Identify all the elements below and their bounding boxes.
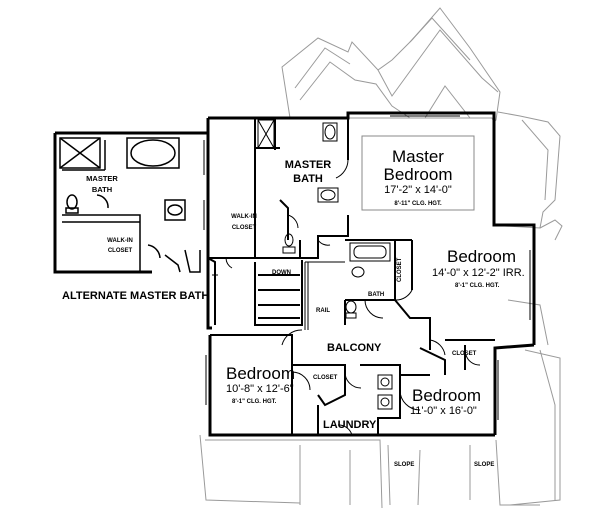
- interior-walls: [207, 118, 495, 435]
- alternate-bath-walls: [53, 131, 210, 274]
- roof-outline: [199, 7, 563, 509]
- bedroom-sw-size: 10'-8" x 12'-6": [226, 383, 294, 395]
- closet-vertical-label: CLOSET: [397, 257, 403, 282]
- hall-bath-fixtures: [345, 242, 391, 319]
- slope-right-label: SLOPE: [474, 462, 495, 468]
- alt-walk-in-label-2: CLOSET: [107, 248, 133, 254]
- master-bedroom-name-1: Master: [392, 147, 444, 166]
- hall-bath-label: BATH: [368, 292, 385, 298]
- master-bedroom-name-2: Bedroom: [383, 165, 453, 184]
- alt-master-bath-label-2: BATH: [91, 185, 113, 194]
- bedroom-ne-ceiling: 8'-1" CLG. HGT.: [455, 283, 500, 289]
- master-bath-label-2: BATH: [293, 173, 323, 185]
- closet-sw-label: CLOSET: [313, 375, 338, 381]
- tray-ceiling-outline: [361, 135, 475, 211]
- balcony-label: BALCONY: [327, 342, 382, 354]
- alt-walk-in-label-1: WALK-IN: [107, 238, 133, 244]
- rail-label: RAIL: [316, 308, 330, 314]
- bedroom-se-size: 11'-0" x 16'-0": [410, 405, 477, 417]
- closet-se-label: CLOSET: [452, 351, 477, 357]
- walk-in-closet-label-1: WALK-IN: [231, 214, 257, 220]
- laundry-fixtures: [377, 374, 393, 410]
- alt-master-bath-label-1: MASTER: [86, 174, 118, 183]
- exterior-walls: [206, 111, 536, 437]
- bedroom-sw-ceiling: 8'-1" CLG. HGT.: [232, 399, 277, 405]
- master-bedroom-ceiling: 8'-11" CLG. HGT.: [394, 201, 442, 207]
- bedroom-se-name: Bedroom: [412, 386, 481, 405]
- master-bedroom-size: 17'-2" x 14'-0": [384, 184, 452, 196]
- bedroom-sw-name: Bedroom: [226, 364, 295, 383]
- down-label: DOWN: [272, 270, 291, 276]
- laundry-label: LAUNDRY: [323, 419, 377, 431]
- alternate-master-bath-title: ALTERNATE MASTER BATH: [62, 290, 210, 302]
- walk-in-closet-label-2: CLOSET: [231, 225, 257, 231]
- alternate-bath-interior: [59, 137, 201, 273]
- door-swings: [225, 159, 481, 436]
- windows: [203, 115, 531, 420]
- bedroom-ne-name: Bedroom: [447, 247, 516, 266]
- bedroom-ne-size: 14'-0" x 12'-2" IRR.: [432, 267, 525, 279]
- master-bath-label-1: MASTER: [284, 159, 332, 171]
- slope-left-label: SLOPE: [394, 462, 415, 468]
- master-bath-fixtures: [257, 119, 339, 254]
- balcony-rail: [304, 261, 345, 330]
